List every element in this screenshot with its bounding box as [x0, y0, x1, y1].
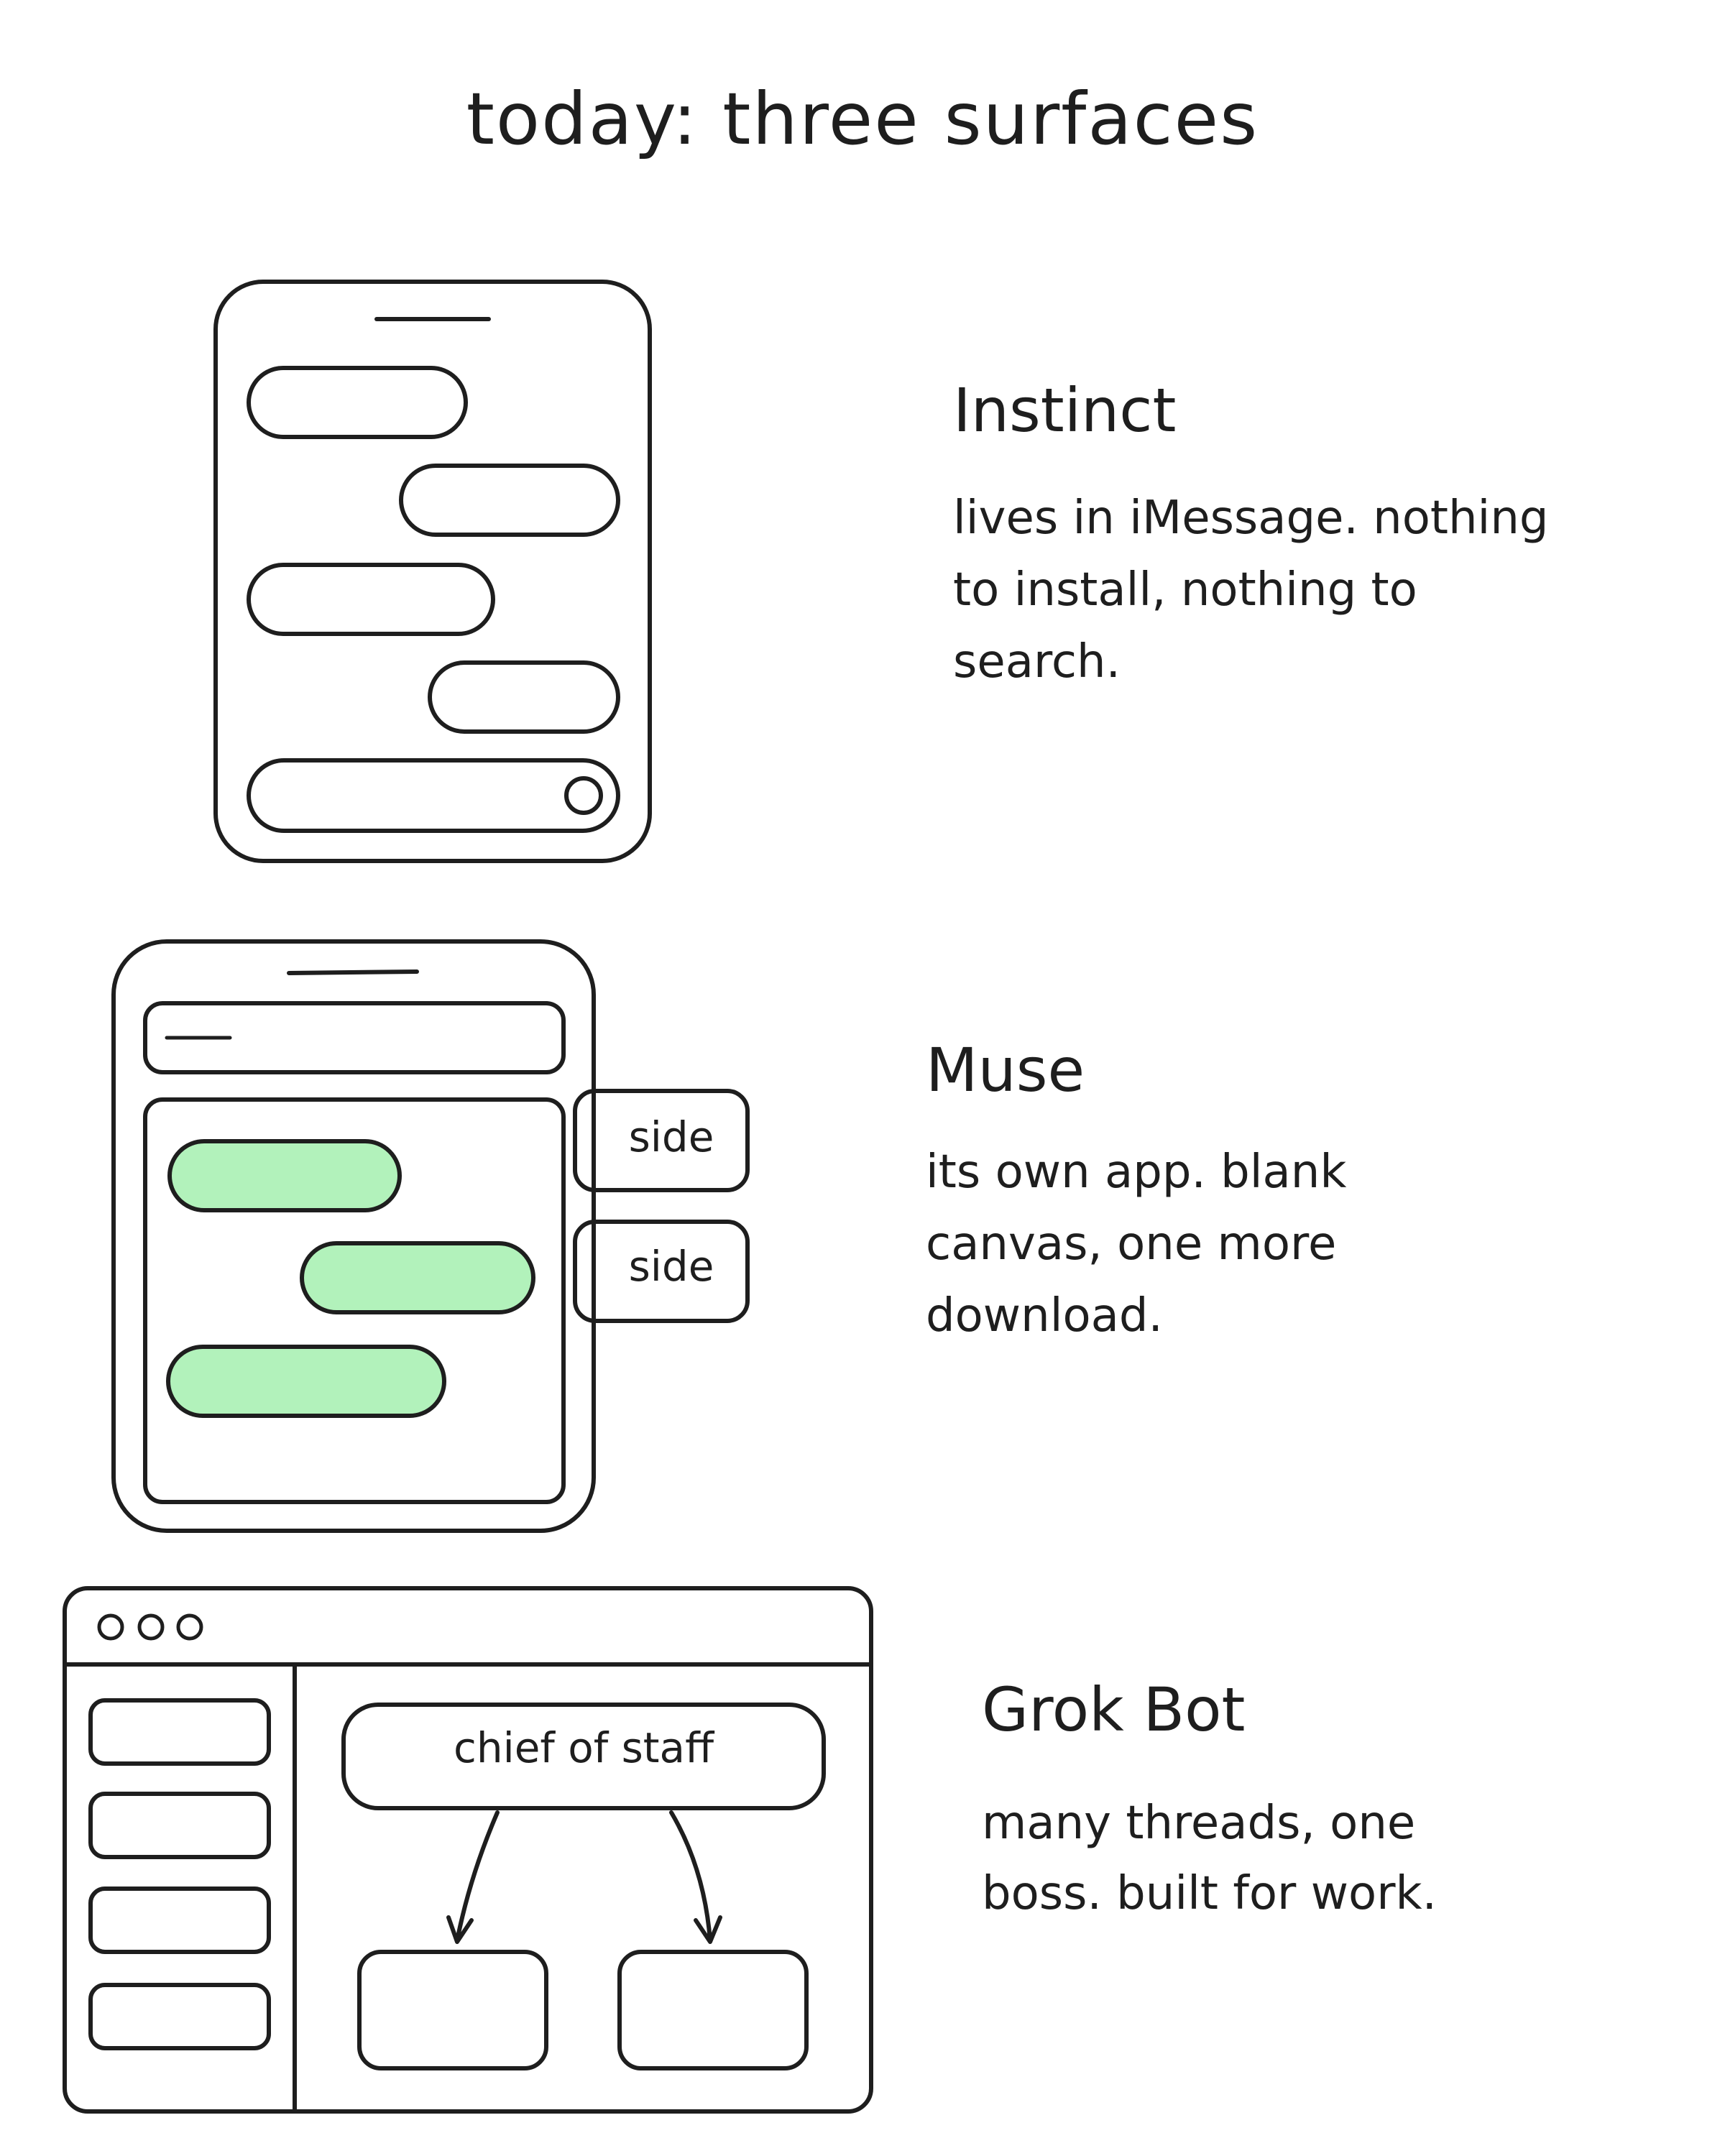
grok-chief-of-staff-node — [341, 1703, 826, 1810]
grok-chief-of-staff-label: chief of staff — [454, 1723, 715, 1772]
instinct-phone-illustration — [213, 280, 652, 863]
grok-sub-thread-node-2 — [617, 1950, 809, 2070]
grok-arrow-right — [669, 1810, 712, 1943]
grok-heading: Grok Bot — [982, 1674, 1245, 1745]
instinct-description-line-1: lives in iMessage. nothing — [953, 492, 1549, 545]
muse-heading: Muse — [926, 1035, 1085, 1105]
muse-bubble-2 — [300, 1241, 535, 1314]
instinct-bubble-received-2 — [247, 563, 495, 636]
muse-phone-body — [111, 939, 596, 1533]
grok-arrow-left — [455, 1810, 500, 1943]
muse-search-bar — [143, 1001, 566, 1074]
muse-phone-illustration: side side — [111, 939, 750, 1533]
muse-side-tab-1 — [573, 1089, 750, 1192]
grok-window-dot-2 — [137, 1613, 165, 1641]
muse-description-line-2: canvas, one more — [926, 1217, 1336, 1271]
instinct-send-button — [564, 776, 603, 815]
muse-side-tab-1-label: side — [629, 1112, 714, 1161]
instinct-message-input — [247, 758, 620, 833]
instinct-description-line-2: to install, nothing to — [953, 563, 1417, 617]
grok-arrow-right-head — [694, 1915, 722, 1944]
muse-description-line-1: its own app. blank — [926, 1146, 1346, 1199]
page-title: today: three surfaces — [466, 77, 1259, 161]
grok-window-illustration: chief of staff — [63, 1586, 873, 2114]
instinct-heading: Instinct — [953, 375, 1176, 446]
grok-window-dot-3 — [176, 1613, 203, 1641]
grok-thread-item-4 — [88, 1983, 271, 2050]
grok-thread-item-1 — [88, 1698, 271, 1766]
muse-bubble-1 — [167, 1139, 402, 1212]
muse-phone-speaker — [287, 969, 419, 975]
grok-description-line-1: many threads, one — [982, 1797, 1415, 1850]
muse-side-tab-2 — [573, 1220, 750, 1323]
instinct-description-line-3: search. — [953, 635, 1121, 688]
grok-window-frame — [63, 1586, 873, 2114]
grok-window-dot-1 — [97, 1613, 124, 1641]
instinct-bubble-sent-2 — [428, 660, 620, 734]
instinct-bubble-sent-1 — [399, 464, 620, 537]
muse-bubble-3 — [166, 1345, 446, 1418]
muse-description-line-3: download. — [926, 1289, 1163, 1342]
grok-thread-item-2 — [88, 1792, 271, 1859]
grok-sub-thread-node-1 — [357, 1950, 548, 2070]
grok-arrow-left-head — [446, 1915, 474, 1944]
instinct-bubble-received-1 — [247, 366, 468, 439]
grok-description-line-2: boss. built for work. — [982, 1867, 1437, 1920]
grok-thread-item-3 — [88, 1886, 271, 1954]
muse-side-tab-2-label: side — [629, 1242, 714, 1291]
instinct-phone-body — [213, 280, 652, 863]
